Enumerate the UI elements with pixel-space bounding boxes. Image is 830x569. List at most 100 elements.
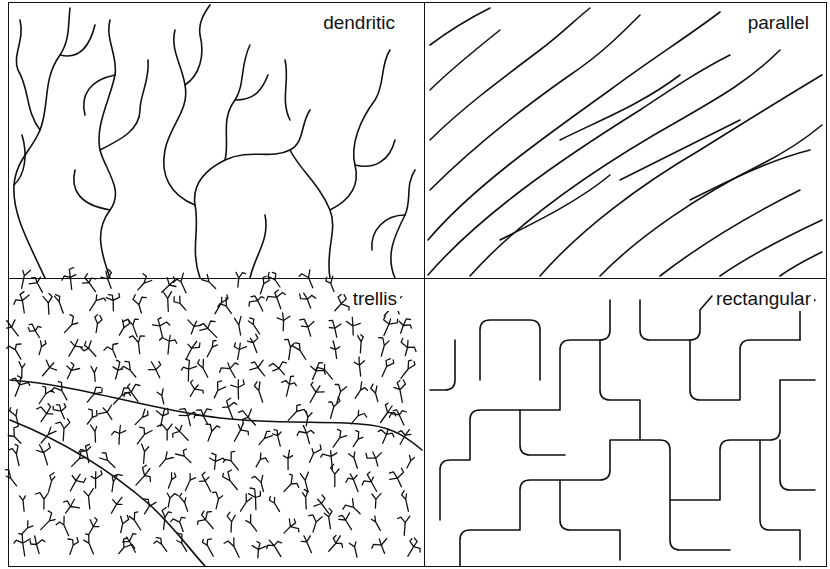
tributary <box>300 319 314 336</box>
tributary <box>135 409 148 425</box>
tributary <box>167 493 178 507</box>
trellis-streams <box>6 268 423 567</box>
tributary <box>81 341 96 356</box>
tributary <box>160 336 177 355</box>
tributary <box>310 445 322 462</box>
tributary <box>194 409 212 424</box>
stream <box>14 8 70 278</box>
tributary <box>331 464 340 486</box>
tributary <box>148 362 160 378</box>
tributary <box>354 357 364 376</box>
tributary <box>213 492 223 509</box>
tributary <box>389 468 403 487</box>
main-stream <box>10 420 205 566</box>
pattern-panel: parallel <box>424 2 827 279</box>
tributary <box>112 474 122 491</box>
tributary <box>309 515 323 532</box>
tributary <box>41 427 56 443</box>
rectangular-streams <box>430 296 815 566</box>
tributary <box>247 334 258 353</box>
tributary <box>188 320 201 334</box>
stream <box>428 55 730 275</box>
tributary <box>285 340 295 360</box>
tributary <box>297 426 314 444</box>
tributary <box>268 272 280 287</box>
tributary <box>177 533 187 551</box>
tributary <box>399 430 411 445</box>
tributary <box>39 386 54 403</box>
tributary <box>379 338 390 357</box>
stream <box>440 410 520 520</box>
tributary <box>206 424 220 441</box>
tributary <box>220 363 239 378</box>
tributary <box>408 538 420 556</box>
stream <box>100 60 148 150</box>
tributary <box>157 389 164 404</box>
tributary <box>144 499 156 514</box>
stream <box>430 30 500 90</box>
tributary <box>91 425 97 442</box>
stream <box>760 440 800 560</box>
tributary <box>37 443 51 465</box>
stream <box>520 410 565 455</box>
tributary <box>124 384 140 402</box>
stream <box>560 480 620 560</box>
tributary <box>353 431 363 447</box>
stream <box>560 75 680 140</box>
tributary <box>269 362 286 375</box>
tributary <box>152 318 169 338</box>
stream <box>780 440 815 490</box>
tributary <box>366 452 382 466</box>
tributary <box>129 512 141 530</box>
tributary <box>401 360 415 378</box>
tributary <box>43 294 52 315</box>
tributary <box>12 376 30 396</box>
tributary <box>185 474 195 491</box>
tributary <box>28 324 41 337</box>
tributary <box>250 360 265 376</box>
tributary <box>55 295 64 314</box>
tributary <box>372 539 387 554</box>
tributary <box>43 360 57 376</box>
tributary <box>218 297 232 313</box>
stream <box>185 5 210 85</box>
tributary <box>329 397 340 418</box>
tributary <box>235 316 241 335</box>
stream <box>16 20 40 130</box>
tributary <box>64 499 80 513</box>
tributary <box>137 427 152 444</box>
tributary <box>398 516 410 535</box>
stream <box>60 25 95 56</box>
pattern-label: parallel <box>745 12 812 35</box>
tributary <box>372 493 381 508</box>
tributary <box>198 511 214 528</box>
tributary <box>335 294 349 310</box>
tributary <box>142 444 149 463</box>
tributary <box>68 538 78 555</box>
tributary <box>22 270 31 288</box>
stream <box>460 380 815 566</box>
tributary <box>284 519 299 533</box>
stream <box>372 215 405 250</box>
tributary <box>56 419 70 441</box>
tributary <box>39 341 46 355</box>
tributary <box>10 408 19 426</box>
tributary <box>273 430 281 446</box>
tributary <box>362 472 376 491</box>
stream <box>430 340 455 390</box>
tributary <box>227 512 235 532</box>
pattern-panel: rectangular <box>424 278 827 567</box>
tributary <box>162 277 176 292</box>
tributary <box>186 342 200 360</box>
tributary <box>293 343 306 360</box>
stream <box>250 215 266 278</box>
dendritic-streams <box>14 5 415 278</box>
tributary <box>252 542 266 558</box>
stream <box>74 170 110 210</box>
tributary <box>324 508 332 528</box>
tributary <box>160 452 174 466</box>
tributary <box>30 536 45 554</box>
tributary <box>49 473 55 492</box>
tributary <box>331 341 340 358</box>
tributary <box>346 474 358 492</box>
